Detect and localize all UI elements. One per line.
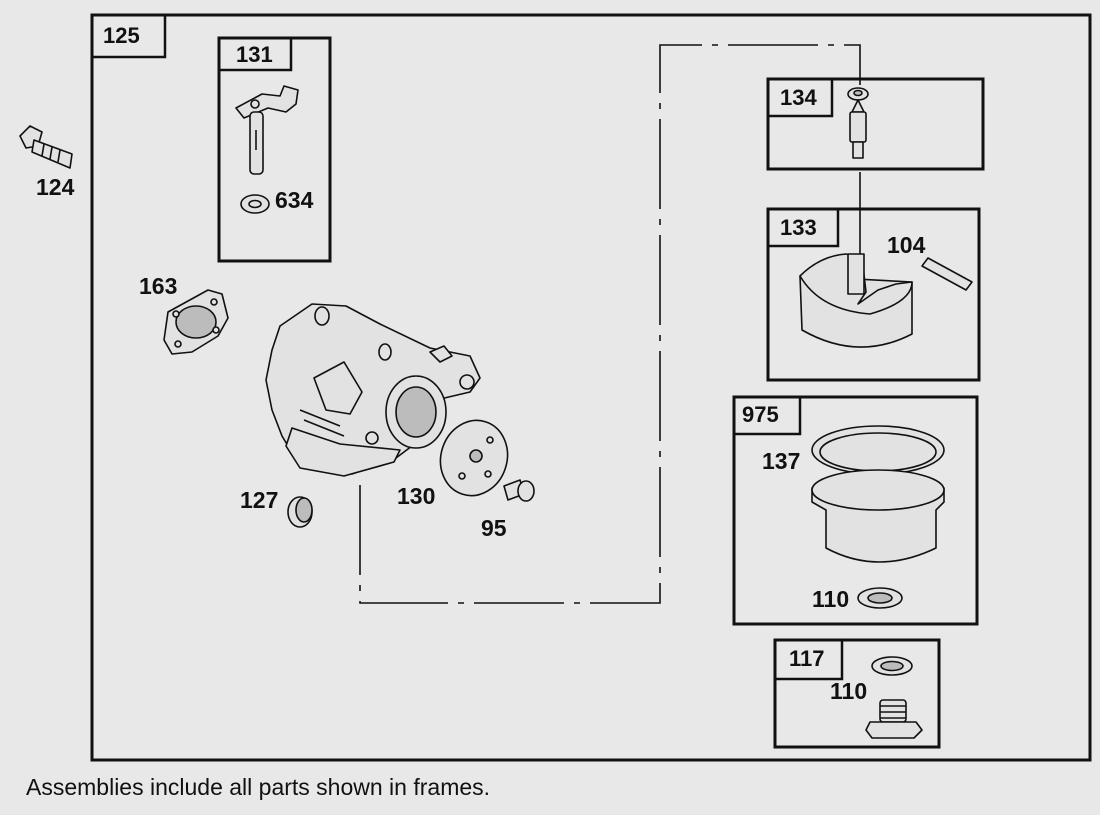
bowl-icon	[811, 469, 945, 563]
part-label-95: 95	[481, 515, 507, 541]
part-label-163: 163	[139, 273, 178, 299]
assembly-tag-needle-seat: 134	[780, 85, 817, 110]
float-133-icon	[799, 253, 913, 348]
footnote: Assemblies include all parts shown in fr…	[26, 774, 491, 800]
assembly-tag-float: 133	[780, 215, 817, 240]
needle-seat-frame	[766, 77, 985, 171]
throttle-shaft-frame	[217, 36, 332, 263]
bowl-nut-117-icon	[865, 699, 923, 739]
connection-line	[359, 44, 861, 604]
part-label-130: 130	[397, 483, 436, 509]
part-label-104: 104	[887, 232, 926, 258]
diaphragm-130-icon	[439, 419, 509, 497]
throttle-shaft-icon	[235, 85, 299, 175]
assembly-tag-bowl-nut: 117	[789, 646, 825, 671]
assembly-tag-throttle-shaft: 131	[236, 42, 273, 67]
gasket-163-icon	[163, 289, 229, 355]
assembly-tag-main: 125	[103, 23, 140, 48]
oring-137-icon	[811, 425, 945, 475]
part-label-110-nut: 110	[830, 678, 868, 704]
bowl-frame	[732, 395, 979, 626]
washer-110-bowl-icon	[857, 587, 903, 609]
assembly-tag-bowl: 975	[742, 402, 779, 427]
washer-110-nut-icon	[871, 656, 913, 676]
part-label-634: 634	[275, 187, 314, 213]
part-label-127: 127	[240, 487, 279, 513]
main-assembly-tag-box	[90, 13, 167, 59]
seat-134-icon	[847, 87, 869, 101]
fitting-124-icon	[19, 125, 73, 169]
screw-95-icon	[503, 479, 535, 502]
part-label-110-bowl: 110	[812, 586, 850, 612]
float-frame	[766, 207, 981, 382]
part-label-124: 124	[36, 174, 75, 200]
main-assembly-frame	[90, 13, 1092, 762]
pin-104-icon	[921, 257, 973, 291]
bowl-nut-frame	[773, 638, 941, 749]
carburetor-body-icon	[265, 303, 481, 477]
part-label-137: 137	[762, 448, 801, 474]
needle-134-icon	[849, 99, 867, 159]
washer-634-icon	[240, 194, 270, 214]
plug-127-icon	[287, 496, 313, 528]
